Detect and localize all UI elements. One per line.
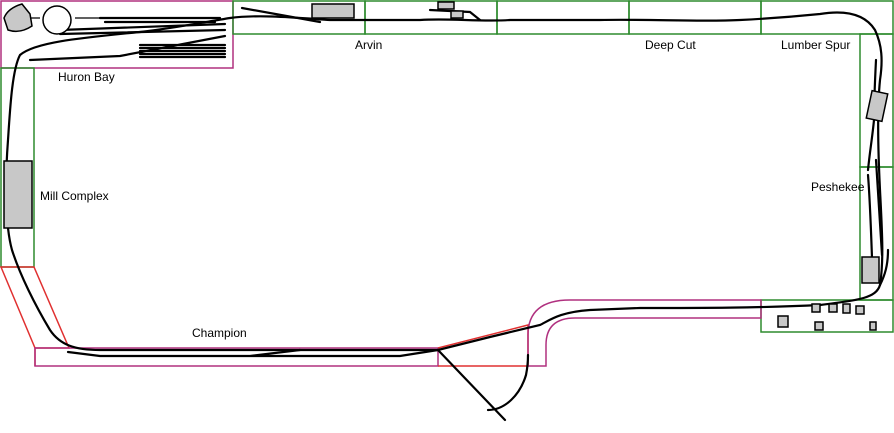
peshekee-siding-track [866,158,890,287]
corner-building-4 [842,303,851,314]
turntable-icon [42,5,72,35]
label-champion: Champion [192,326,247,340]
label-deep-cut: Deep Cut [645,38,696,52]
label-arvin: Arvin [355,38,383,52]
turntable-shed-icon [3,3,33,33]
champion-siding-track [66,348,440,358]
corner-building-7 [869,321,877,331]
label-huron-bay: Huron Bay [58,70,115,84]
corner-building-3 [828,303,838,313]
arvin-small-building-2 [450,10,464,19]
module-deep-cut-2 [628,0,762,35]
module-curve [527,299,762,367]
lumber-spur-building [865,89,889,123]
corner-building-6 [814,321,824,331]
label-lumber-spur: Lumber Spur [781,38,851,52]
corner-building-2 [811,303,821,313]
arvin-building [311,3,355,19]
peshekee-building [861,256,880,284]
module-lumber-spur [760,0,894,35]
corner-building-1 [777,315,789,328]
label-mill-complex: Mill Complex [40,189,109,203]
mainline-track [5,11,884,352]
quarry-spur-track [436,348,530,422]
arvin-small-building-1 [437,1,455,10]
mill-complex-building [3,160,33,229]
corner-building-5 [855,305,865,315]
module-deep-cut [496,0,630,35]
huron-bay-yard-track [28,16,227,62]
arvin-siding-track [240,6,482,24]
label-peshekee: Peshekee [811,180,865,194]
